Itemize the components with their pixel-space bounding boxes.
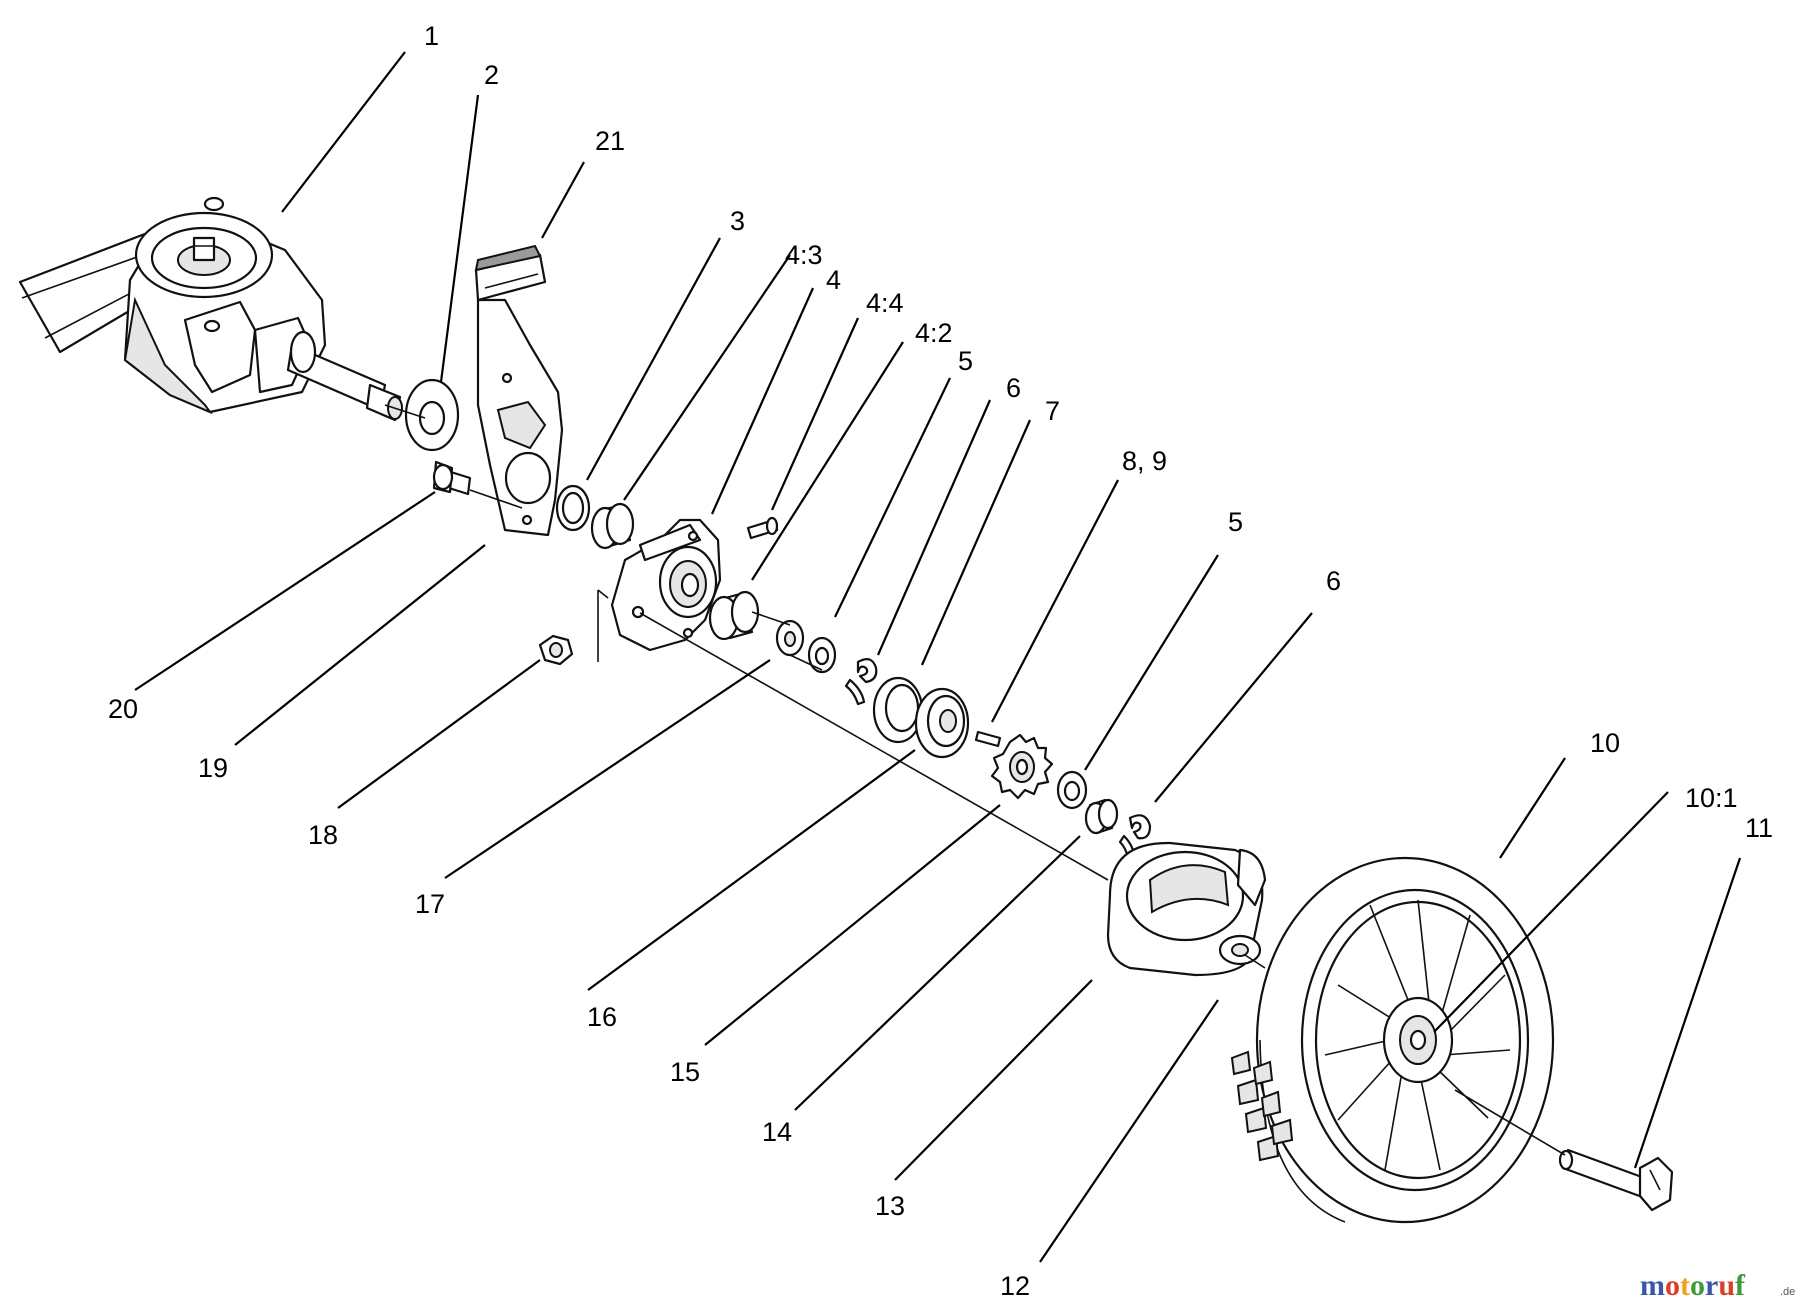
callout-21: 21 xyxy=(595,126,625,156)
callout-6-upper: 6 xyxy=(1006,373,1021,403)
key-part-8-9 xyxy=(974,730,1002,748)
motoruf-watermark-logo: motoruf .de xyxy=(1640,1269,1795,1302)
bolt-part-20 xyxy=(432,460,472,496)
callout-2: 2 xyxy=(484,60,499,90)
svg-text:motoruf: motoruf xyxy=(1640,1269,1746,1302)
callout-5-lower: 5 xyxy=(1228,507,1243,537)
callout-18: 18 xyxy=(308,820,338,850)
callout-4-3: 4:3 xyxy=(785,240,823,270)
callout-6-lower: 6 xyxy=(1326,566,1341,596)
callout-8-9: 8, 9 xyxy=(1122,446,1167,476)
pinion-gear-part-15 xyxy=(990,733,1054,800)
washer-part-5-upper xyxy=(807,636,837,674)
ring-part-7 xyxy=(872,676,924,744)
callout-5-upper: 5 xyxy=(958,346,973,376)
callout-4-2: 4:2 xyxy=(915,318,953,348)
callout-labels: 1 2 21 3 4:3 4 4:4 4:2 5 6 7 8, 9 5 6 10… xyxy=(108,21,1773,1301)
callout-10: 10 xyxy=(1590,728,1620,758)
callout-4: 4 xyxy=(826,265,841,295)
bushing-part-4-3 xyxy=(590,502,635,550)
callout-13: 13 xyxy=(875,1191,905,1221)
callout-3: 3 xyxy=(730,206,745,236)
axle-bolt-part-11 xyxy=(1558,1148,1674,1212)
callout-15: 15 xyxy=(670,1057,700,1087)
pin-part-4-4 xyxy=(746,516,779,540)
gearbox-part-1 xyxy=(18,196,403,422)
bushing-part-4-2 xyxy=(708,590,760,641)
callout-20: 20 xyxy=(108,694,138,724)
callout-12: 12 xyxy=(1000,1271,1030,1301)
callout-19: 19 xyxy=(198,753,228,783)
svg-text:.de: .de xyxy=(1780,1286,1795,1298)
callout-4-4: 4:4 xyxy=(866,288,904,318)
callout-17: 17 xyxy=(415,889,445,919)
wheel-part-10 xyxy=(1230,856,1555,1224)
nut-part-18 xyxy=(538,634,574,666)
callout-14: 14 xyxy=(762,1117,792,1147)
callout-1: 1 xyxy=(424,21,439,51)
washer-part-5-lower xyxy=(1056,770,1088,810)
assembly-axis-lines xyxy=(384,404,1566,1156)
clip-part-6-upper xyxy=(844,657,878,706)
callout-16: 16 xyxy=(587,1002,617,1032)
bearing-plate-part-4 xyxy=(597,518,722,662)
callout-11: 11 xyxy=(1745,813,1773,843)
spacer-part-14 xyxy=(1084,798,1119,835)
washer-part-2 xyxy=(404,378,460,452)
bracket-part-19-21 xyxy=(474,244,564,537)
callout-10-1: 10:1 xyxy=(1685,783,1738,813)
ring-part-3 xyxy=(555,484,591,532)
washer-part-17 xyxy=(775,619,805,657)
callout-7: 7 xyxy=(1045,396,1060,426)
leader-lines xyxy=(134,51,1742,1263)
bearing-part-16 xyxy=(914,687,970,759)
wheel-cover-part-13 xyxy=(1106,841,1267,977)
